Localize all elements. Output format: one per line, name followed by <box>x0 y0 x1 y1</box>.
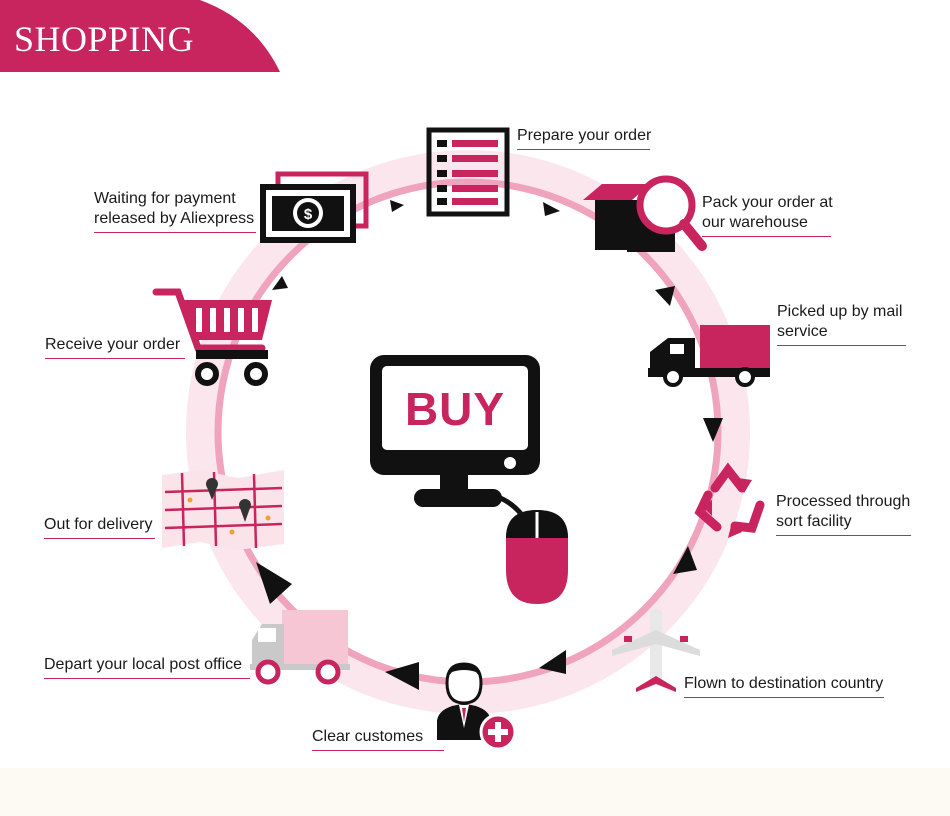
arrow-icon <box>655 286 675 306</box>
bottom-band <box>0 768 950 816</box>
step-label-sort-facility: Processed through sort facility <box>776 492 911 536</box>
svg-text:$: $ <box>304 206 313 223</box>
computer-monitor-icon <box>370 355 540 507</box>
shopping-cart-icon <box>152 288 272 386</box>
arrow-icon <box>390 200 404 212</box>
computer-mouse-icon <box>491 492 568 604</box>
arrow-icon <box>539 650 566 674</box>
airplane-icon <box>612 608 700 692</box>
customs-officer-icon <box>437 662 517 751</box>
step-label-pack-order: Pack your order at our warehouse <box>702 193 833 237</box>
header-banner <box>0 0 280 72</box>
checklist-icon <box>426 127 510 217</box>
step-label-depart-post-office: Depart your local post office <box>44 655 250 679</box>
step-label-picked-up: Picked up by mail service <box>777 302 906 346</box>
recycle-icon <box>694 462 765 538</box>
step-label-clear-customs: Clear customes <box>312 727 444 751</box>
direction-arrows <box>256 200 723 690</box>
buy-text: BUY <box>404 383 506 435</box>
arrow-icon <box>673 546 697 574</box>
arrow-icon <box>272 276 288 290</box>
delivery-truck-icon <box>648 325 770 387</box>
step-label-prepare-order: Prepare your order <box>517 126 651 150</box>
arrow-icon <box>543 202 560 216</box>
page-title: SHOPPING <box>14 19 195 59</box>
arrow-icon <box>703 418 723 442</box>
arrow-icon <box>256 562 292 604</box>
banknote-icon: $ <box>260 171 369 243</box>
arrow-icon <box>385 662 419 690</box>
step-label-out-for-delivery: Out for delivery <box>44 515 155 539</box>
map-icon <box>162 470 284 550</box>
step-label-flown: Flown to destination country <box>684 674 884 698</box>
step-label-waiting-payment: Waiting for payment released by Aliexpre… <box>94 189 256 233</box>
delivery-van-icon <box>250 610 350 685</box>
step-label-receive-order: Receive your order <box>45 335 185 359</box>
box-magnifier-icon <box>583 175 707 252</box>
